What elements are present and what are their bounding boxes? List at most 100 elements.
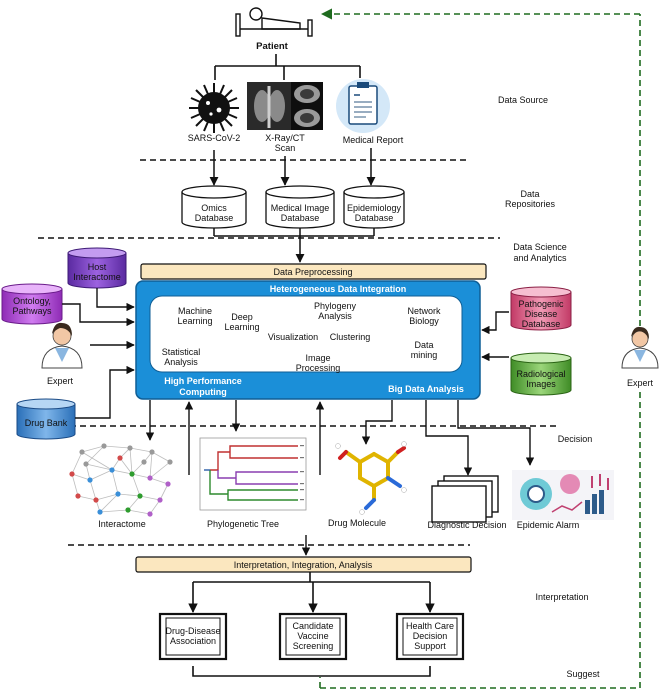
network-node	[115, 491, 121, 497]
source-to-db-arrows	[209, 148, 376, 186]
network-node	[129, 471, 135, 477]
network-edge	[71, 451, 83, 475]
drug-bank-label: Drug Bank	[25, 418, 68, 428]
big-data-label: Big Data Analysis	[388, 384, 464, 394]
network-edge	[71, 473, 79, 497]
sars-label: SARS-CoV-2	[188, 133, 241, 143]
network-node	[165, 481, 171, 487]
epidemiology-database	[343, 185, 405, 229]
diagnostic-decision-label: Diagnostic Decision	[427, 520, 506, 530]
drug-molecule-label: Drug Molecule	[328, 518, 386, 528]
network-edge	[127, 509, 151, 515]
method-phylo-2: Analysis	[318, 311, 352, 321]
hpc-label-2: Computing	[179, 387, 227, 397]
expert-left-label: Expert	[47, 376, 74, 386]
stage-repos-2: Repositories	[505, 199, 556, 209]
network-edge	[139, 495, 161, 501]
drug-disease-box	[158, 612, 228, 661]
method-dl-1: Deep	[231, 312, 253, 322]
healthcare-label-3: Support	[414, 641, 446, 651]
network-node	[93, 497, 99, 503]
vaccine-label-1: Candidate	[292, 621, 333, 631]
network-edge	[119, 457, 133, 475]
drug-disease-label-2: Association	[170, 636, 216, 646]
healthcare-label-2: Decision	[413, 631, 448, 641]
network-edge	[131, 461, 145, 475]
xray-ct-image	[247, 82, 323, 130]
network-node	[69, 471, 75, 477]
network-edge	[151, 451, 171, 463]
pathogenic-label-3: Database	[522, 319, 561, 329]
omics-label-1: Omics	[201, 203, 227, 213]
xray-label-1: X-Ray/CT	[265, 133, 305, 143]
method-stat-1: Statistical	[162, 347, 201, 357]
medical-image-label-2: Database	[281, 213, 320, 223]
vaccine-label-3: Screening	[293, 641, 334, 651]
network-edge	[89, 479, 97, 501]
stage-suggest: Suggest	[566, 669, 600, 679]
analytics-to-output-arrows	[145, 400, 535, 476]
network-edge	[89, 469, 113, 481]
interactome-label: Interactome	[98, 519, 146, 529]
network-edge	[103, 445, 131, 449]
method-mining-2: mining	[411, 350, 438, 360]
method-visualization: Visualization	[268, 332, 318, 342]
healthcare-decision-box	[395, 612, 465, 661]
hpc-label-1: High Performance	[164, 376, 242, 386]
method-img-1: Image	[305, 353, 330, 363]
method-ml-1: Machine	[178, 306, 212, 316]
network-edge	[99, 509, 129, 513]
vaccine-label-2: Vaccine	[297, 631, 328, 641]
interpretation-tree	[188, 572, 435, 613]
network-edge	[111, 469, 119, 495]
virus-icon	[189, 83, 239, 133]
network-node	[147, 475, 153, 481]
stage-decision: Decision	[558, 434, 593, 444]
network-edge	[131, 473, 151, 479]
host-label-2: Interactome	[73, 272, 121, 282]
pathogenic-label-2: Disease	[525, 309, 558, 319]
method-img-2: Processing	[296, 363, 341, 373]
drug-disease-label-1: Drug-Disease	[165, 626, 220, 636]
method-mining-1: Data	[414, 340, 433, 350]
feedback-loop	[319, 8, 641, 689]
epidemiology-label-2: Database	[355, 213, 394, 223]
epidemiology-label-1: Epidemiology	[347, 203, 402, 213]
pathogenic-label-1: Pathogenic	[518, 299, 564, 309]
network-edge	[77, 495, 97, 501]
radiological-label-2: Images	[526, 379, 556, 389]
network-edge	[99, 493, 119, 513]
stage-dsa-1: Data Science	[513, 242, 567, 252]
network-edge	[85, 463, 91, 481]
network-node	[127, 445, 133, 451]
network-node	[79, 449, 85, 455]
network-edge	[149, 499, 161, 515]
drug-molecule-image	[335, 441, 407, 515]
medical-image-database	[265, 185, 335, 229]
network-node	[97, 509, 103, 515]
network-edge	[127, 495, 141, 511]
method-netbio-1: Network	[407, 306, 441, 316]
patient-icon	[235, 7, 313, 37]
phylogenetic-tree-image	[199, 437, 307, 511]
network-edge	[85, 463, 113, 471]
expert-left-icon	[41, 322, 83, 369]
stage-data-source: Data Source	[498, 95, 548, 105]
methods-panel	[149, 295, 463, 373]
right-input-arrows	[481, 311, 509, 362]
network-edge	[149, 477, 169, 485]
network-node	[75, 493, 81, 499]
host-interactome-db	[67, 247, 127, 289]
network-edge	[81, 451, 113, 471]
expert-right-icon	[621, 326, 659, 369]
interpretation-bar	[135, 556, 472, 573]
xray-label-2: Scan	[275, 143, 296, 153]
method-dl-2: Learning	[224, 322, 259, 332]
network-edge	[129, 447, 133, 475]
medical-report-label: Medical Report	[343, 135, 404, 145]
host-label-1: Host	[88, 262, 107, 272]
network-node	[167, 459, 173, 465]
medical-report-icon	[336, 79, 390, 133]
data-preprocessing-bar	[140, 263, 487, 280]
stage-dsa-2: and Analytics	[513, 253, 567, 263]
